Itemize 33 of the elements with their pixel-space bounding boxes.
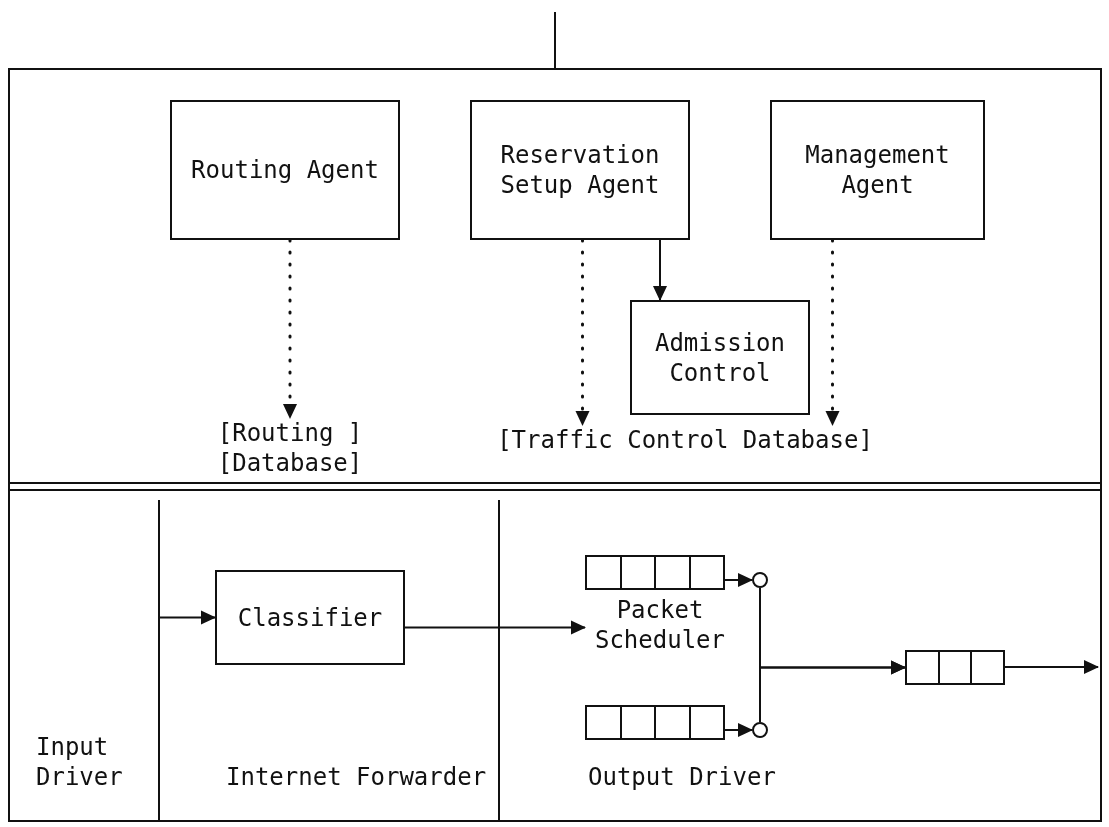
junction-circle bbox=[752, 572, 768, 588]
arrow bbox=[825, 238, 840, 427]
node-label: Classifier bbox=[237, 602, 383, 633]
connector-line bbox=[554, 11, 556, 71]
arrow bbox=[759, 660, 906, 723]
node-label: Reservation Setup Agent bbox=[499, 140, 661, 200]
module-box bbox=[770, 100, 985, 240]
junction-circle bbox=[752, 722, 768, 738]
arrow bbox=[575, 238, 590, 427]
node-label: Admission Control bbox=[653, 327, 786, 388]
queue-drawing bbox=[585, 705, 725, 740]
node-label: Routing Agent bbox=[191, 155, 379, 185]
node-label: Input Driver bbox=[36, 732, 124, 792]
arrow bbox=[653, 239, 667, 301]
queue-drawing bbox=[585, 555, 725, 590]
arrow bbox=[404, 620, 586, 635]
queue-drawing bbox=[905, 650, 1005, 685]
arrow bbox=[724, 723, 753, 737]
module-box bbox=[630, 300, 810, 415]
module-box bbox=[170, 100, 400, 240]
router-frame bbox=[10, 70, 1100, 820]
arrow bbox=[283, 238, 297, 420]
node-label: Management Agent bbox=[804, 140, 951, 200]
module-box bbox=[215, 570, 405, 665]
arrow bbox=[1004, 660, 1099, 674]
module-box bbox=[470, 100, 690, 240]
arrow bbox=[724, 573, 753, 587]
node-label: Output Driver bbox=[588, 762, 777, 792]
database-label: [Traffic Control Database] bbox=[475, 425, 895, 459]
database-label: [Routing ] [Database] bbox=[215, 418, 365, 480]
arrow bbox=[159, 610, 216, 625]
node-label: Internet Forwarder bbox=[226, 762, 488, 792]
scheduler-label: Packet Scheduler bbox=[585, 595, 735, 660]
